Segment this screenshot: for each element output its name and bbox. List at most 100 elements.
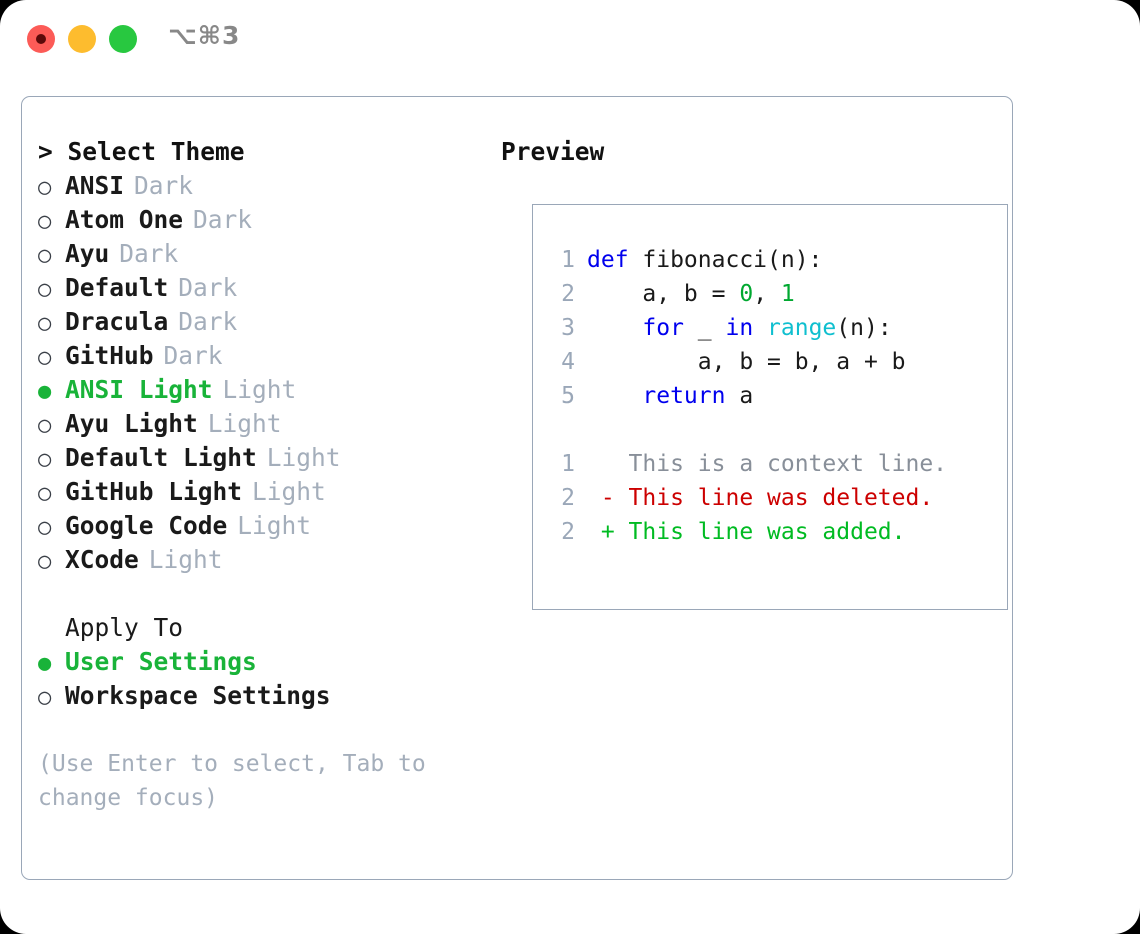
diff-line-number: 2 xyxy=(561,485,575,511)
theme-option-atom-one[interactable]: ○ Atom One Dark xyxy=(38,203,488,237)
diff-line-number: 2 xyxy=(561,519,575,545)
theme-option-github-light[interactable]: ○ GitHub Light Light xyxy=(38,475,488,509)
code-token-kw: in xyxy=(725,315,754,341)
theme-option-category: Light xyxy=(222,375,297,404)
apply-to-option-label: User Settings xyxy=(65,647,257,676)
diff-line-add: 2 + This line was added. xyxy=(545,515,1001,549)
code-token-kw: for xyxy=(642,315,684,341)
theme-option-category: Light xyxy=(266,443,341,472)
radio-unselected-icon: ○ xyxy=(38,175,52,200)
diff-line-text: This is a context line. xyxy=(587,451,948,477)
theme-option-ansi-light[interactable]: ● ANSI Light Light xyxy=(38,373,488,407)
code-token-plain: a xyxy=(725,383,754,409)
radio-unselected-icon: ○ xyxy=(38,311,52,336)
radio-selected-icon: ● xyxy=(38,651,52,676)
diff-line-text: + This line was added. xyxy=(587,519,906,545)
keyboard-hint-text: (Use Enter to select, Tab to change focu… xyxy=(38,751,440,811)
code-line-text: def fibonacci(n): xyxy=(587,243,822,277)
radio-unselected-icon: ○ xyxy=(38,345,52,370)
theme-option-github[interactable]: ○ GitHub Dark xyxy=(38,339,488,373)
radio-unselected-icon: ○ xyxy=(38,549,52,574)
theme-option-label: Google Code xyxy=(65,511,228,540)
theme-option-label: Default Light xyxy=(65,443,257,472)
code-token-plain: (n): xyxy=(836,315,892,341)
code-line: 5 return a xyxy=(545,379,1001,413)
diff-line-number: 1 xyxy=(561,451,575,477)
radio-unselected-icon: ○ xyxy=(38,243,52,268)
theme-option-label: Ayu Light xyxy=(65,409,198,438)
theme-option-category: Light xyxy=(252,477,326,506)
code-token-num: 0 xyxy=(739,281,754,307)
apply-to-header: Apply To xyxy=(65,613,184,642)
code-token-fn: range xyxy=(767,315,837,341)
code-line: 4 a, b = b, a + b xyxy=(545,345,1001,379)
code-token-plain: , xyxy=(753,281,781,307)
theme-option-category: Dark xyxy=(178,273,238,302)
apply-to-option-workspace-settings[interactable]: ○ Workspace Settings xyxy=(38,679,488,713)
radio-selected-icon: ● xyxy=(38,379,52,404)
code-line-number: 4 xyxy=(561,349,575,375)
code-line-text: return a xyxy=(587,379,753,413)
code-line: 1 def fibonacci(n): xyxy=(545,243,1001,277)
keyboard-shortcut-label: ⌥⌘3 xyxy=(168,21,241,50)
diff-line-text: - This line was deleted. xyxy=(587,485,934,511)
theme-option-label: Ayu xyxy=(65,239,110,268)
minimize-button[interactable] xyxy=(68,25,96,53)
theme-option-category: Light xyxy=(237,511,312,540)
theme-option-dracula[interactable]: ○ Dracula Dark xyxy=(38,305,488,339)
apply-to-list: ● User Settings ○ Workspace Settings xyxy=(38,645,488,713)
theme-option-ansi[interactable]: ○ ANSI Dark xyxy=(38,169,488,203)
apply-to-option-label: Workspace Settings xyxy=(65,681,331,710)
zoom-button[interactable] xyxy=(109,25,137,53)
theme-option-category: Light xyxy=(148,545,223,574)
preview-header: Preview xyxy=(501,137,605,166)
code-token-plain xyxy=(753,315,767,341)
theme-option-google-code[interactable]: ○ Google Code Light xyxy=(38,509,488,543)
theme-option-label: Dracula xyxy=(65,307,169,336)
apply-to-option-user-settings[interactable]: ● User Settings xyxy=(38,645,488,679)
diff-line-del: 2 - This line was deleted. xyxy=(545,481,1001,515)
theme-option-label: Atom One xyxy=(65,205,184,234)
code-token-plain: a, b = b, a + b xyxy=(587,349,906,375)
theme-option-xcode[interactable]: ○ XCode Light xyxy=(38,543,488,577)
radio-unselected-icon: ○ xyxy=(38,685,52,710)
theme-option-label: XCode xyxy=(65,545,139,574)
theme-option-label: ANSI xyxy=(65,171,125,200)
list-spacer xyxy=(38,577,488,611)
code-line-number: 5 xyxy=(561,383,575,409)
code-line-number: 2 xyxy=(561,281,575,307)
radio-unselected-icon: ○ xyxy=(38,515,52,540)
theme-option-category: Dark xyxy=(178,307,238,336)
radio-unselected-icon: ○ xyxy=(38,481,52,506)
theme-option-label: Default xyxy=(65,273,169,302)
code-line-text: for _ in range(n): xyxy=(587,311,892,345)
code-token-plain: fibonacci(n): xyxy=(628,247,823,273)
code-line-text: a, b = b, a + b xyxy=(587,345,906,379)
code-token-num: 1 xyxy=(780,281,795,307)
radio-unselected-icon: ○ xyxy=(38,209,52,234)
window-controls xyxy=(27,25,137,53)
code-line: 3 for _ in range(n): xyxy=(545,311,1001,345)
theme-option-category: Dark xyxy=(193,205,253,234)
theme-option-category: Dark xyxy=(134,171,194,200)
theme-option-category: Dark xyxy=(163,341,223,370)
select-theme-header: > Select Theme xyxy=(38,137,245,166)
theme-option-label: GitHub xyxy=(65,341,154,370)
theme-option-category: Light xyxy=(207,409,282,438)
theme-option-label: ANSI Light xyxy=(65,375,213,404)
title-bar: ⌥⌘3 xyxy=(0,0,1140,78)
theme-option-label: GitHub Light xyxy=(65,477,243,506)
close-button[interactable] xyxy=(27,25,55,53)
code-line-number: 1 xyxy=(561,247,575,273)
code-line-number: 3 xyxy=(561,315,575,341)
